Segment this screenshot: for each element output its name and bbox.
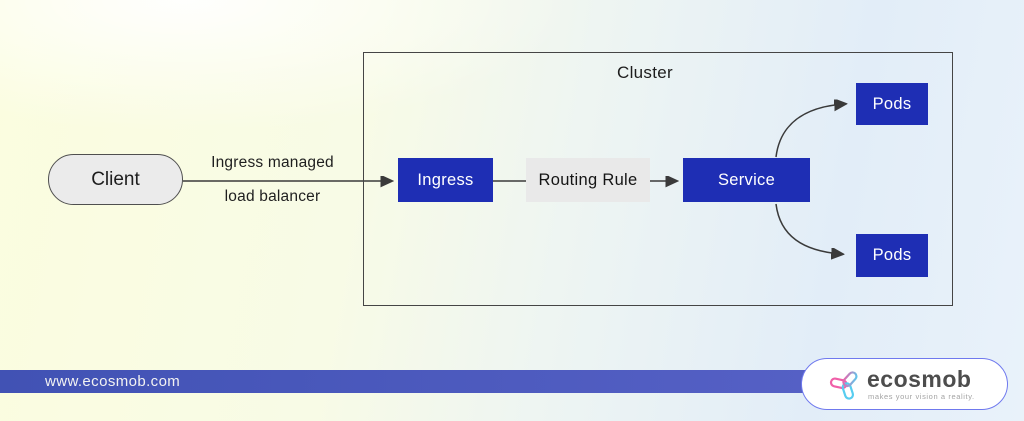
- footer-banner: www.ecosmob.com: [0, 370, 806, 393]
- pods-node-bottom: Pods: [856, 234, 928, 277]
- ecosmob-logo-icon: [829, 370, 858, 400]
- logo-text-block: ecosmob makes your vision a reality.: [867, 365, 975, 401]
- edge-label-line2: load balancer: [224, 188, 321, 205]
- routing-rule-node: Routing Rule: [526, 158, 650, 202]
- client-node-label: Client: [91, 168, 140, 190]
- cluster-boundary: [363, 52, 953, 306]
- brand-name: ecosmob: [867, 365, 972, 392]
- ingress-node-label: Ingress: [417, 170, 474, 189]
- service-node-label: Service: [717, 170, 776, 189]
- cluster-label: Cluster: [617, 63, 673, 82]
- ecosmob-logo-badge: ecosmob makes your vision a reality.: [801, 358, 1008, 410]
- edge-label-line1: Ingress managed: [211, 154, 334, 171]
- brand-tagline: makes your vision a reality.: [868, 391, 975, 401]
- routing-rule-node-label: Routing Rule: [538, 170, 638, 189]
- website-url: www.ecosmob.com: [45, 373, 181, 390]
- pods-node-top-label: Pods: [872, 94, 912, 113]
- client-node: Client: [48, 154, 183, 205]
- pods-node-top: Pods: [856, 83, 928, 125]
- service-node: Service: [683, 158, 810, 202]
- pods-node-bottom-label: Pods: [872, 246, 912, 264]
- ingress-node: Ingress: [398, 158, 493, 202]
